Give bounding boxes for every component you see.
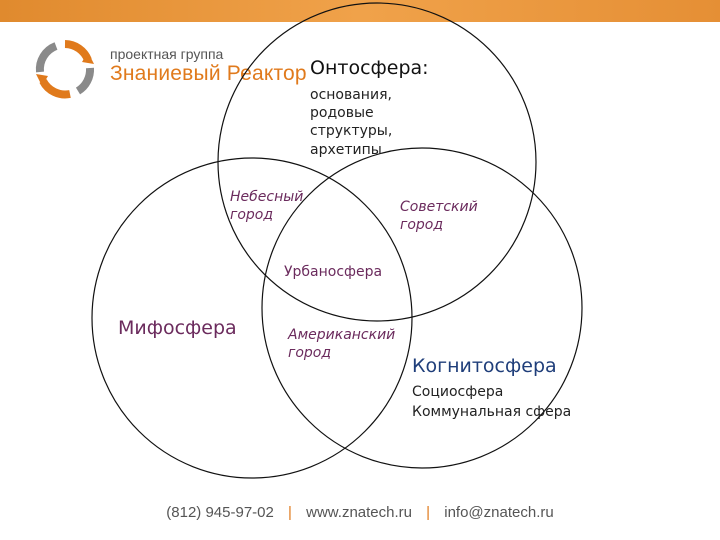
- urbanosphere-label: Урбаносфера: [284, 264, 383, 280]
- reactor-logo-icon: [35, 40, 95, 99]
- ontosphere-title: Онтосфера:: [310, 57, 429, 79]
- top-banner: [0, 0, 720, 22]
- brand-name: Знаниевый Реактор: [110, 62, 307, 85]
- footer-separator: |: [426, 504, 431, 521]
- sociosphere-label: Социосфера: [412, 384, 504, 400]
- mythosphere-label: Мифосфера: [118, 317, 237, 339]
- brand-group-label: проектная группа: [110, 46, 224, 62]
- communal-sphere-label: Коммунальная сфера: [412, 404, 572, 420]
- heavenly-city-label: Небесный город: [230, 189, 304, 224]
- footer-email-link[interactable]: info@znatech.ru: [444, 504, 554, 521]
- soviet-city-label: Советский город: [400, 199, 478, 234]
- mythosphere-circle: [91, 157, 413, 479]
- cognitosphere-label: Когнитосфера: [412, 355, 557, 377]
- ontosphere-description: основания, родовые структуры, архетипы: [310, 87, 393, 158]
- cognitosphere-circle: [261, 147, 583, 469]
- footer-separator: |: [288, 504, 292, 521]
- footer-phone: (812) 945-97-02: [166, 504, 274, 521]
- american-city-label: Американский город: [288, 327, 396, 362]
- footer-website-link[interactable]: www.znatech.ru: [306, 504, 412, 521]
- footer-contacts: (812) 945-97-02 | www.znatech.ru | info@…: [0, 504, 720, 521]
